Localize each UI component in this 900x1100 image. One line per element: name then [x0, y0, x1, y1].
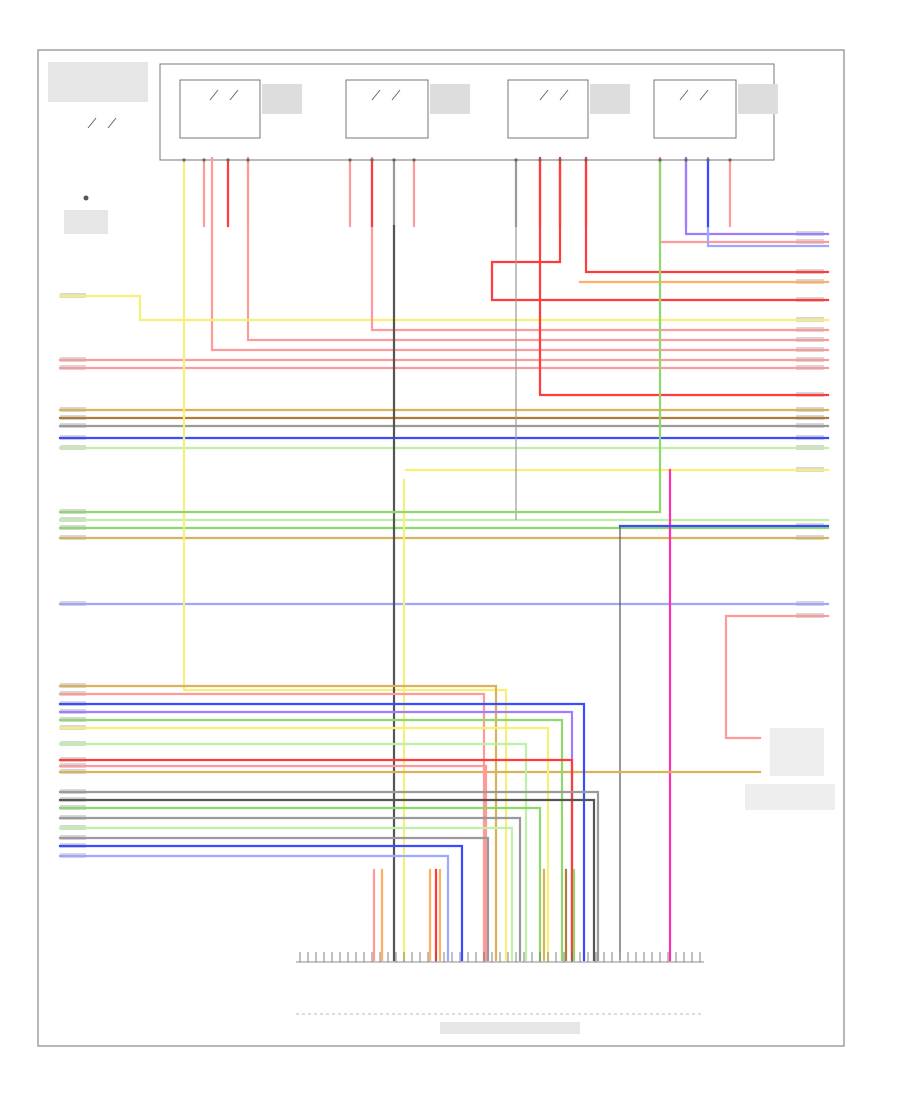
- harness-wire-6: [58, 726, 550, 962]
- pink-drop-2: [246, 156, 830, 342]
- diagram-frame: [37, 49, 845, 1047]
- connector-pin: [658, 158, 662, 162]
- connector-pin: [728, 158, 732, 162]
- harness-wire-13: [58, 816, 522, 962]
- switch-assembly-2: [345, 79, 470, 139]
- connector-pin: [558, 158, 562, 162]
- red-wire-1: [538, 156, 830, 397]
- connector-pin: [202, 158, 206, 162]
- pink-wire-738: [724, 614, 762, 740]
- harness-wire-10: [58, 790, 600, 962]
- connector-pin: [684, 158, 688, 162]
- connector-stubs: [182, 158, 732, 162]
- harness-wire-7: [58, 742, 528, 962]
- connector-pin: [538, 158, 542, 162]
- connector-pin: [392, 158, 396, 162]
- switch-assembly-3: [507, 79, 630, 139]
- yellow-vertical-ecm: [182, 224, 508, 962]
- left-label-stack: [60, 293, 86, 858]
- harness-wire-14: [58, 826, 514, 962]
- harness-wire-5: [58, 718, 564, 962]
- connector-pin: [514, 158, 518, 162]
- connector-pin: [412, 158, 416, 162]
- harness-wire-1: [58, 684, 498, 962]
- harness-wire-15: [58, 836, 490, 962]
- harness-wire-3: [58, 702, 586, 962]
- pink-drop-3: [370, 156, 830, 332]
- left-top-component: [48, 62, 148, 234]
- switch-assembly-1: [179, 79, 302, 139]
- connector-pin: [246, 158, 250, 162]
- connector-pin: [370, 158, 374, 162]
- ecm-connector-row: [296, 961, 704, 1034]
- connector-pin: [226, 158, 230, 162]
- yellow-wire-top: [58, 294, 830, 322]
- connector-pin: [584, 158, 588, 162]
- pink-drop-1: [210, 156, 830, 352]
- switch-assembly-4: [653, 79, 778, 139]
- harness-wire-2: [58, 692, 486, 962]
- ecm-pins: [299, 952, 701, 962]
- red-wire-2: [490, 156, 830, 302]
- connector-pin: [348, 158, 352, 162]
- bottom-right-component: [745, 728, 835, 810]
- harness-wire-8: [58, 758, 574, 962]
- green-vertical-660: [58, 224, 662, 514]
- right-label-stack: [796, 231, 824, 618]
- wire-group: [58, 156, 830, 962]
- connector-pin: [182, 158, 186, 162]
- harness-wire-9: [58, 764, 488, 962]
- harness-wire-16: [58, 844, 464, 962]
- connector-pin: [706, 158, 710, 162]
- harness-wire-12: [58, 806, 542, 962]
- harness-wire-11: [58, 798, 596, 962]
- harness-wire-17: [58, 854, 450, 962]
